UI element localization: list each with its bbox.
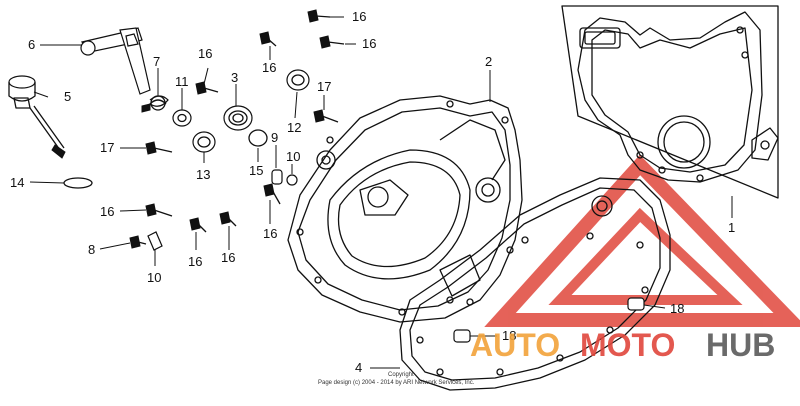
kickstarter-lever: [80, 27, 151, 95]
callout-11: 11: [175, 74, 189, 89]
callout-9: 9: [271, 130, 278, 145]
oil-filler-cap-dipstick: [8, 75, 66, 159]
bolt-16-f: [189, 217, 207, 233]
callout-5: 5: [64, 89, 71, 104]
bolt-17-b: [313, 109, 339, 123]
callout-17-b: 17: [317, 79, 331, 94]
dowel-pin-9: [271, 169, 283, 185]
watermark-moto: MOTO: [580, 327, 675, 363]
watermark-auto: AUTO: [470, 327, 560, 363]
washer-10-upper: [286, 174, 298, 186]
cover-gasket: [399, 177, 671, 391]
callout-10-upper: 10: [286, 149, 300, 164]
oil-seal-13: [192, 131, 216, 153]
bolt-16-c: [259, 31, 277, 47]
bolt-16-e: [145, 203, 173, 217]
callout-8: 8: [88, 242, 95, 257]
return-spring: [141, 95, 169, 113]
washer-11: [172, 109, 192, 127]
leader-lines: [29, 16, 733, 369]
callout-1: 1: [728, 220, 735, 235]
callout-14: 14: [10, 175, 24, 190]
dowel-18-right: [627, 297, 645, 311]
bolt-16-b: [319, 35, 345, 49]
callout-15: 15: [249, 163, 263, 178]
callout-17-a: 17: [100, 140, 114, 155]
callout-16-d: 16: [198, 46, 212, 61]
callout-16-b: 16: [362, 36, 376, 51]
callout-16-e: 16: [100, 204, 114, 219]
o-ring-15: [248, 129, 268, 147]
copyright-line-2: Page design (c) 2004 - 2014 by ARI Netwo…: [318, 380, 475, 386]
right-crankcase-cover: [287, 95, 523, 323]
callout-10-lower: 10: [147, 270, 161, 285]
gasket-set-box: [561, 5, 779, 199]
callout-16-g: 16: [221, 250, 235, 265]
callout-2: 2: [485, 54, 492, 69]
watermark-wordmark: AUTO MOTO HUB: [470, 327, 775, 363]
callout-12: 12: [287, 120, 301, 135]
o-ring-14: [63, 177, 93, 189]
callout-7: 7: [153, 54, 160, 69]
oil-seal-3: [223, 105, 253, 131]
bolt-16-h: [263, 183, 281, 205]
clip-10-lower: [147, 231, 163, 251]
dowel-18-lower: [453, 329, 471, 343]
callout-6: 6: [28, 37, 35, 52]
bolt-8: [129, 235, 147, 249]
callout-16-f: 16: [188, 254, 202, 269]
oil-seal-12: [286, 69, 310, 91]
callout-18-lower: 18: [502, 328, 516, 343]
callout-16-c: 16: [262, 60, 276, 75]
callout-4: 4: [355, 360, 362, 375]
callout-16-a: 16: [352, 9, 366, 24]
copyright-line-1: Copyright: [388, 372, 414, 378]
watermark-logo-triangle: [484, 154, 800, 327]
bolt-16-d: [195, 81, 219, 95]
callout-13: 13: [196, 167, 210, 182]
callout-18-right: 18: [670, 301, 684, 316]
bolt-17-a: [145, 141, 173, 155]
callout-labels: 1 2 3 4 5 6 7 8 9 10 10 11 12 13 14 15 1…: [10, 9, 735, 375]
callout-3: 3: [231, 70, 238, 85]
bolt-16-g: [219, 211, 237, 227]
watermark-hub: HUB: [706, 327, 775, 363]
copyright-notice: Copyright Page design (c) 2004 - 2014 by…: [318, 372, 475, 386]
bolt-16-a: [307, 9, 331, 23]
callout-16-h: 16: [263, 226, 277, 241]
